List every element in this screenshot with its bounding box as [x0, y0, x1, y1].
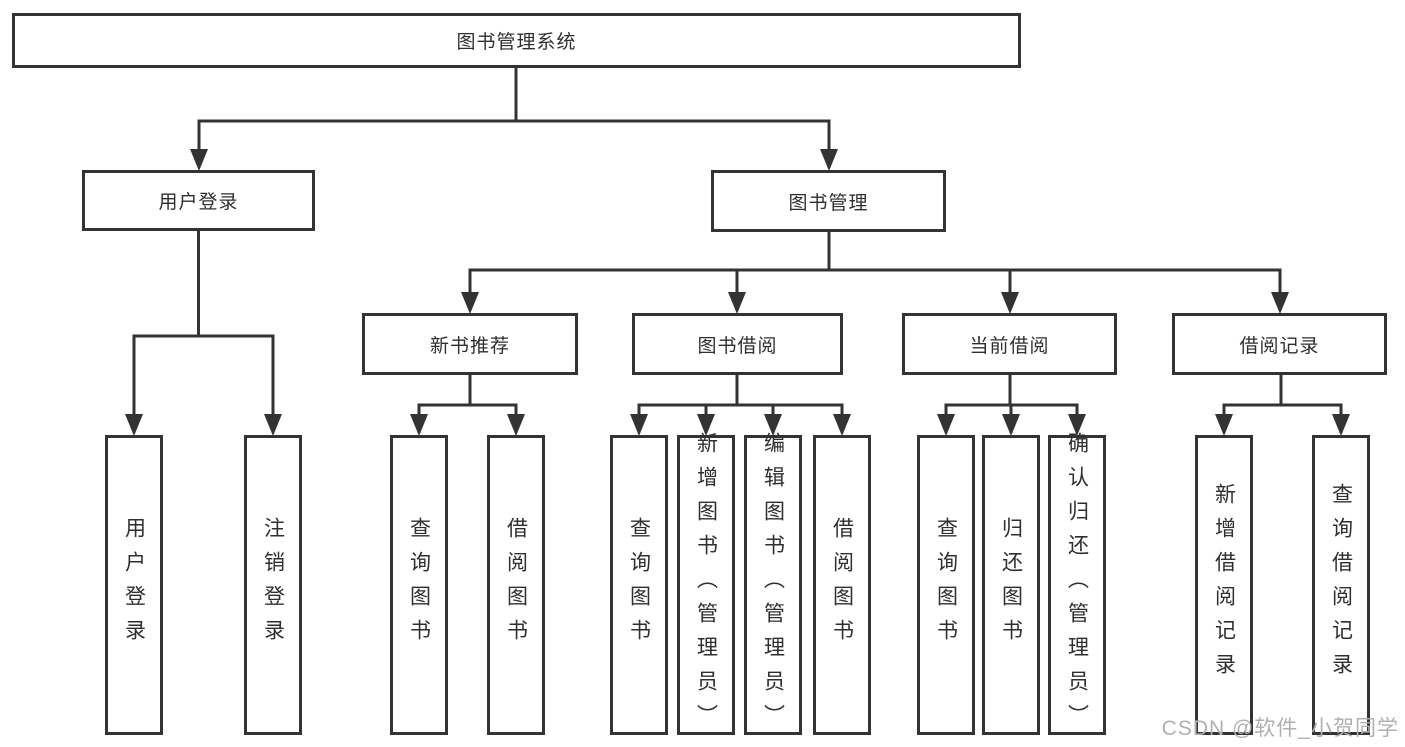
leaf-query-books-recommend: 查询图书: [390, 435, 448, 735]
leaf-label: 编辑图书（管理员）: [761, 432, 785, 738]
node-book-borrowing: 图书借阅: [632, 313, 843, 375]
leaf-label: 新增图书（管理员）: [694, 432, 718, 738]
leaf-query-borrow-record: 查询借阅记录: [1312, 435, 1370, 735]
leaf-confirm-return-admin: 确认归还（管理员）: [1048, 432, 1106, 738]
leaf-query-books-current: 查询图书: [917, 435, 975, 735]
node-new-book-recommend: 新书推荐: [362, 313, 578, 375]
leaf-label: 查询图书: [627, 517, 651, 653]
node-current-borrowing: 当前借阅: [902, 313, 1117, 375]
node-borrowing-records: 借阅记录: [1172, 313, 1387, 375]
leaf-query-books-borrow: 查询图书: [610, 435, 668, 735]
arrowhead-icons: [125, 149, 1350, 436]
node-book-management: 图书管理: [711, 170, 946, 232]
leaf-borrow-books-recommend: 借阅图书: [487, 435, 545, 735]
leaf-add-book-admin: 新增图书（管理员）: [677, 432, 735, 738]
leaf-label: 查询图书: [407, 517, 431, 653]
csdn-watermark: CSDN @软件_小贺同学: [1161, 717, 1399, 740]
leaf-borrow-books: 借阅图书: [813, 435, 871, 735]
leaf-label: 用户登录: [122, 517, 146, 653]
leaf-user-login: 用户登录: [105, 435, 163, 735]
leaf-label: 新增借阅记录: [1212, 483, 1236, 687]
leaf-label: 借阅图书: [504, 517, 528, 653]
leaf-label: 确认归还（管理员）: [1065, 432, 1089, 738]
leaf-add-borrow-record: 新增借阅记录: [1195, 435, 1253, 735]
leaf-edit-book-admin: 编辑图书（管理员）: [744, 432, 802, 738]
node-user-login: 用户登录: [82, 170, 315, 231]
leaf-logout: 注销登录: [244, 435, 302, 735]
node-library-management-system: 图书管理系统: [12, 13, 1021, 68]
leaf-label: 注销登录: [261, 517, 285, 653]
leaf-label: 归还图书: [999, 517, 1023, 653]
leaf-return-book: 归还图书: [982, 435, 1040, 735]
leaf-label: 查询图书: [934, 517, 958, 653]
leaf-label: 查询借阅记录: [1329, 483, 1353, 687]
leaf-label: 借阅图书: [830, 517, 854, 653]
